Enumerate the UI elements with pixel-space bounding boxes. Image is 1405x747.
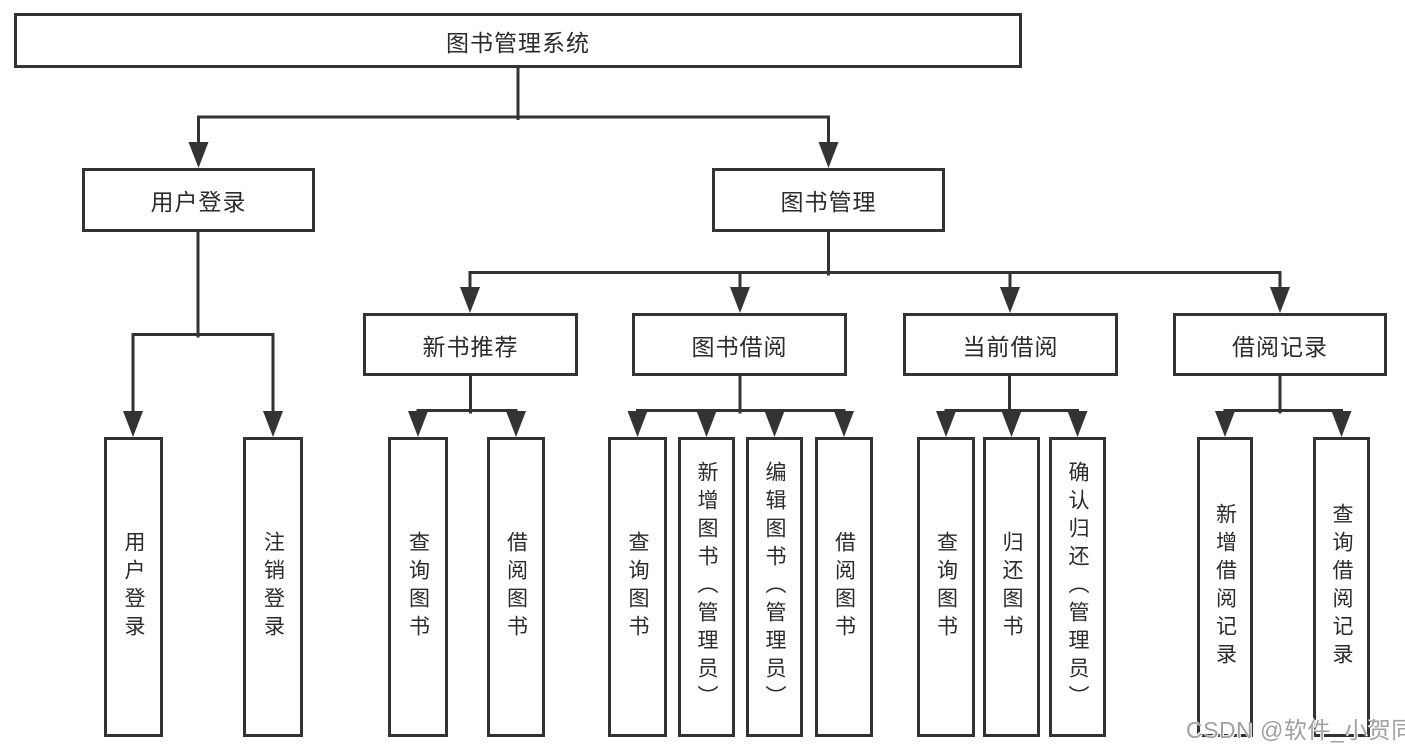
- arrow-down-icon: [1000, 287, 1020, 313]
- node-root-label: 图书管理系统: [446, 29, 590, 56]
- node-root: 图书管理系统: [14, 13, 1022, 68]
- node-label: 图书借阅: [691, 333, 788, 360]
- arrow-down-icon: [506, 411, 526, 437]
- leaf-borrow-books-recommend: 借阅图书: [487, 437, 545, 737]
- leaf-query-books-borrowing: 查询图书: [608, 437, 667, 737]
- leaf-label: 查询图书: [626, 531, 649, 643]
- leaf-label: 新增图书（管理员）: [695, 461, 718, 713]
- connector: [416, 374, 518, 415]
- leaf-query-books-recommend: 查询图书: [388, 437, 448, 737]
- arrow-down-icon: [1001, 411, 1022, 437]
- leaf-label: 查询图书: [934, 531, 958, 643]
- leaf-label: 注销登录: [261, 531, 285, 643]
- arrow-down-icon: [696, 411, 717, 437]
- leaf-borrow-books: 借阅图书: [815, 437, 873, 737]
- leaf-logout: 注销登录: [243, 437, 303, 737]
- leaf-query-books-current: 查询图书: [917, 437, 975, 737]
- connector: [1223, 373, 1343, 415]
- node-user-login: 用户登录: [82, 168, 315, 232]
- node-book-borrowing: 图书借阅: [632, 313, 847, 376]
- node-borrowing-records: 借阅记录: [1173, 313, 1387, 376]
- arrow-down-icon: [818, 142, 839, 168]
- arrow-down-icon: [263, 411, 283, 437]
- leaf-label: 用户登录: [122, 531, 145, 643]
- leaf-label: 归还图书: [1000, 531, 1023, 643]
- leaf-add-books-admin: 新增图书（管理员）: [678, 437, 735, 737]
- arrow-down-icon: [1270, 287, 1290, 313]
- node-label: 用户登录: [150, 189, 247, 215]
- leaf-label: 编辑图书（管理员）: [763, 461, 786, 713]
- arrowheads: [123, 142, 1352, 437]
- connector: [944, 374, 1079, 415]
- arrow-down-icon: [730, 287, 750, 313]
- arrow-down-icon: [834, 411, 854, 437]
- leaf-label: 确认归还（管理员）: [1066, 461, 1089, 713]
- connector: [636, 374, 846, 415]
- leaf-user-login: 用户登录: [104, 437, 163, 737]
- leaf-label: 新增借阅记录: [1213, 503, 1237, 671]
- node-current-borrowing: 当前借阅: [903, 313, 1118, 376]
- connector: [131, 230, 275, 414]
- arrow-down-icon: [1331, 411, 1352, 437]
- leaf-edit-books-admin: 编辑图书（管理员）: [746, 437, 803, 737]
- connector: [197, 66, 830, 146]
- connector: [468, 231, 1282, 291]
- connector-lines: [131, 66, 1343, 415]
- arrow-down-icon: [764, 411, 785, 437]
- leaf-label: 查询借阅记录: [1330, 503, 1353, 671]
- node-label: 新书推荐: [422, 333, 519, 360]
- leaf-label: 借阅图书: [832, 531, 856, 643]
- arrow-down-icon: [408, 411, 428, 437]
- node-label: 图书管理: [780, 189, 877, 215]
- leaf-label: 查询图书: [406, 531, 430, 643]
- leaf-confirm-return-admin: 确认归还（管理员）: [1049, 437, 1106, 737]
- node-label: 借阅记录: [1232, 333, 1328, 360]
- arrow-down-icon: [627, 411, 648, 437]
- leaf-add-borrow-record: 新增借阅记录: [1197, 437, 1253, 737]
- arrow-down-icon: [123, 411, 143, 437]
- arrow-down-icon: [188, 142, 209, 168]
- node-book-management: 图书管理: [712, 168, 945, 232]
- arrow-down-icon: [460, 287, 480, 313]
- node-label: 当前借阅: [962, 333, 1059, 360]
- csdn-watermark: CSDN @软件_小贺同学: [1186, 717, 1405, 743]
- node-new-book-recommend: 新书推荐: [363, 313, 578, 376]
- leaf-return-books: 归还图书: [983, 437, 1040, 737]
- leaf-label: 借阅图书: [504, 531, 528, 643]
- arrow-down-icon: [1215, 411, 1235, 437]
- leaf-query-borrow-record: 查询借阅记录: [1313, 437, 1370, 737]
- arrow-down-icon: [936, 411, 956, 437]
- arrow-down-icon: [1067, 411, 1088, 437]
